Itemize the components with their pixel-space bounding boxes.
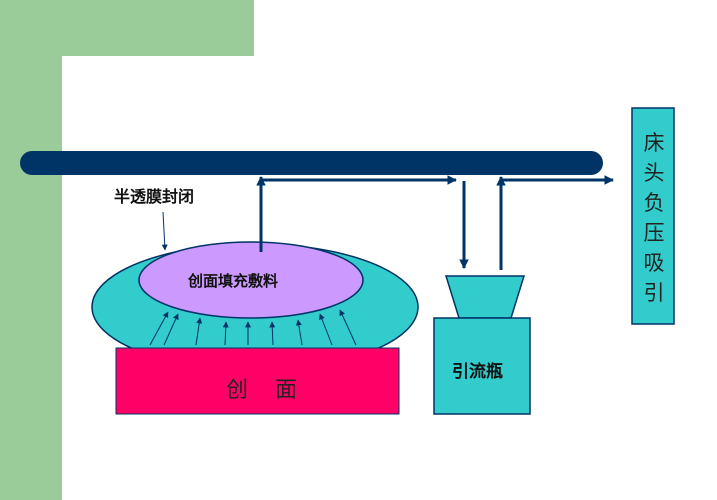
exudate-arrows: [149, 309, 357, 346]
drainage-bottle: [433, 275, 531, 415]
flow-arrows: [256, 175, 614, 270]
main-suction-tube: [20, 151, 603, 175]
membrane-pointer: [161, 211, 168, 251]
bottle-label: 引流瓶: [452, 362, 503, 382]
background-left-band: [0, 0, 62, 500]
bedside-suction-box: [631, 107, 675, 325]
membrane-label: 半透膜封闭: [114, 187, 195, 206]
filler-dressing: [138, 241, 364, 319]
wound-block: [115, 347, 400, 415]
suction-label: 床头负压吸引: [643, 131, 665, 305]
wound-label: 创 面: [226, 378, 307, 403]
filler-label: 创面填充敷料: [188, 272, 279, 290]
